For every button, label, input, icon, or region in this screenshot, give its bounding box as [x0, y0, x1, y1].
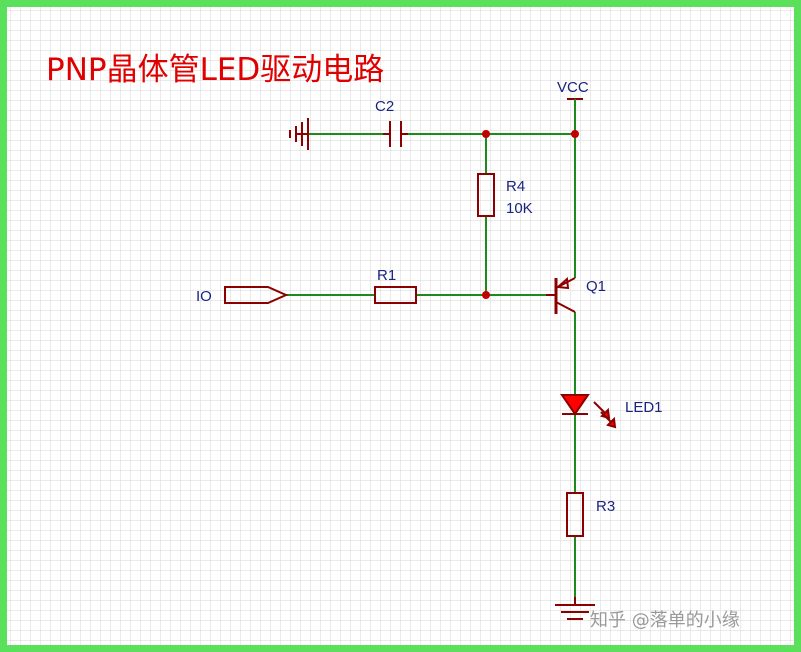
watermark: 知乎 @落单的小缘 [590, 610, 740, 631]
junction-base [482, 291, 490, 299]
resistor-r3 [566, 492, 584, 537]
led-light-arrows [593, 401, 617, 429]
ground-symbol-bottom [555, 597, 595, 620]
label-io: IO [196, 288, 212, 305]
resistor-r1 [374, 286, 417, 304]
grid-background [6, 6, 795, 646]
page-title: PNP晶体管LED驱动电路 [46, 52, 384, 88]
label-led1: LED1 [625, 399, 663, 416]
label-vcc: VCC [557, 79, 589, 96]
capacitor-c2 [383, 121, 408, 147]
ground-symbol-left [289, 118, 309, 150]
label-r4-name: R4 [506, 178, 525, 195]
label-r4-value: 10K [506, 200, 533, 217]
label-r3: R3 [596, 498, 615, 515]
led-d1 [560, 394, 617, 429]
pnp-transistor-q1 [546, 276, 576, 314]
resistor-r4 [477, 173, 495, 217]
components [224, 98, 595, 620]
junctions [482, 130, 579, 299]
label-q1: Q1 [586, 278, 606, 295]
label-c2: C2 [375, 98, 394, 115]
wires [286, 133, 576, 605]
junction-top-right [571, 130, 579, 138]
label-r1: R1 [377, 267, 396, 284]
junction-top-mid [482, 130, 490, 138]
io-port [224, 286, 289, 304]
